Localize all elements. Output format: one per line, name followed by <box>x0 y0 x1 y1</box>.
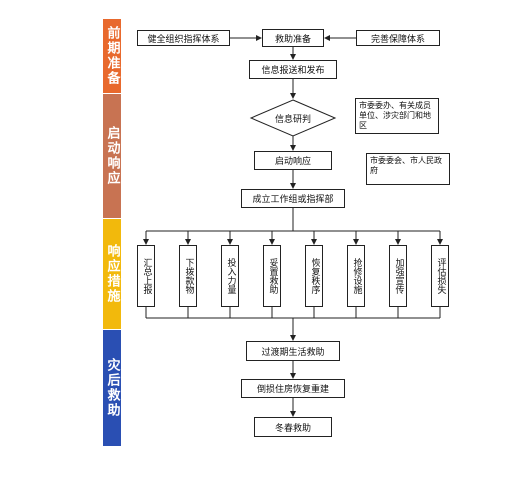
phase-response-measures: 响应措施 <box>103 219 121 329</box>
judge-note: 市委委办、有关成员单位、涉灾部门和地区 <box>355 98 439 134</box>
transition-relief-box: 过渡期生活救助 <box>246 341 340 361</box>
measure-summary-report: 汇总上报 <box>137 245 155 307</box>
winter-relief-box: 冬春救助 <box>254 417 332 437</box>
start-response-box: 启动响应 <box>254 151 332 170</box>
measure-allocate-funds: 下拨款物 <box>179 245 197 307</box>
phase-start-response: 启动响应 <box>103 94 121 218</box>
phase-preparation: 前期准备 <box>103 19 121 93</box>
house-rebuild-box: 倒损住房恢复重建 <box>241 379 345 398</box>
rescue-prep-box: 救助准备 <box>262 29 324 47</box>
start-note: 市委委会、市人民政府 <box>366 153 450 185</box>
phase-post-disaster: 灾后救助 <box>103 330 121 446</box>
measure-publicity: 加强宣传 <box>389 245 407 307</box>
work-group-box: 成立工作组或指挥部 <box>241 189 345 208</box>
org-command-system-box: 健全组织指挥体系 <box>137 30 230 46</box>
measure-resettle-rescue: 妥置救助 <box>263 245 281 307</box>
measure-restore-order: 恢复秩序 <box>305 245 323 307</box>
info-report-box: 信息报送和发布 <box>249 60 337 79</box>
measure-assess-loss: 评估损失 <box>431 245 449 307</box>
support-system-box: 完善保障体系 <box>356 30 440 46</box>
info-judge-label: 信息研判 <box>274 114 311 125</box>
measure-deploy-forces: 投入力量 <box>221 245 239 307</box>
measure-repair-facilities: 抢修设施 <box>347 245 365 307</box>
